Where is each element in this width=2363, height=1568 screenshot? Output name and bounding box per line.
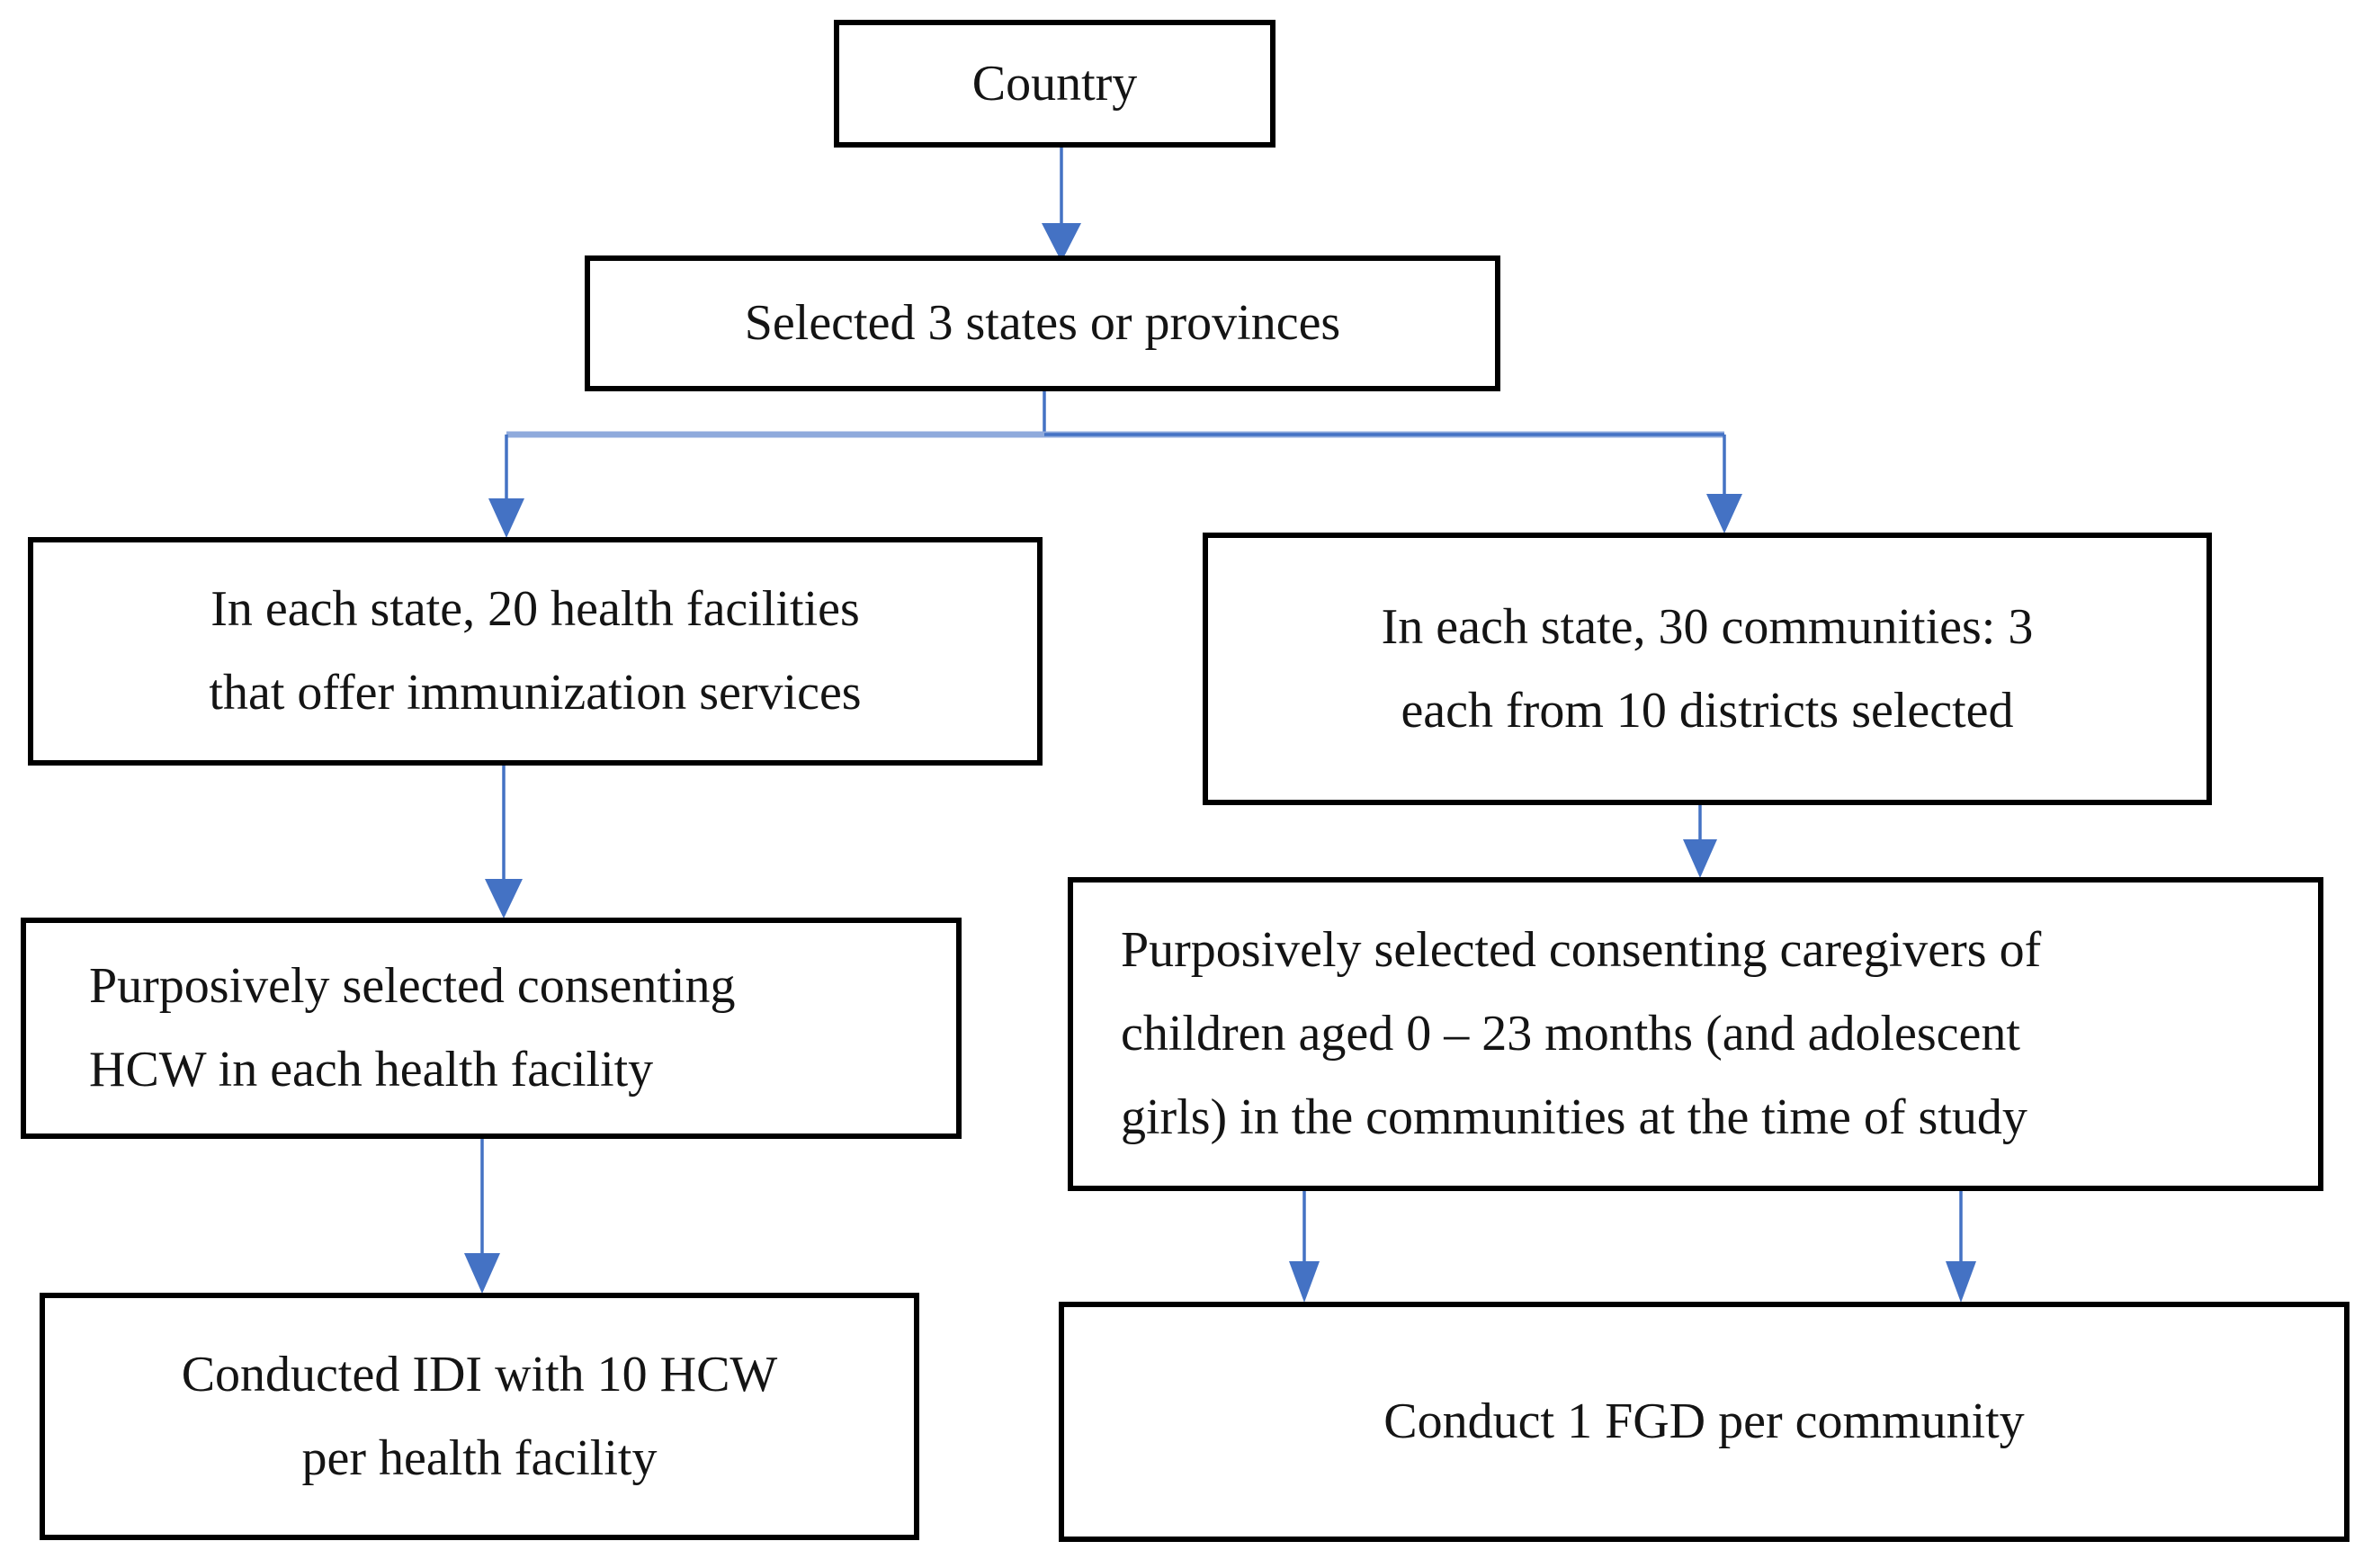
node-conducted-idi: Conducted IDI with 10 HCW per health fac… [40, 1293, 919, 1540]
node-consenting-hcw: Purposively selected consenting HCW in e… [21, 918, 962, 1139]
node-consenting-hcw-label-line2: HCW in each health facility [89, 1042, 654, 1098]
node-health-facilities-label-line2: that offer immunization services [209, 665, 862, 721]
arrowhead-facilities-to-hcw [485, 879, 523, 918]
node-health-facilities: In each state, 20 health facilities that… [28, 537, 1043, 766]
node-country-label: Country [971, 55, 1138, 112]
node-conduct-fgd: Conduct 1 FGD per community [1059, 1302, 2350, 1542]
node-conducted-idi-label-line1: Conducted IDI with 10 HCW [181, 1346, 778, 1402]
node-communities: In each state, 30 communities: 3 each fr… [1203, 533, 2212, 805]
arrowhead-communities-to-caregivers [1683, 839, 1717, 878]
node-communities-label-line2: each from 10 districts selected [1401, 682, 2014, 739]
node-consenting-caregivers-label-line3: girls) in the communities at the time of… [1121, 1089, 2027, 1145]
node-communities-label-line1: In each state, 30 communities: 3 [1381, 598, 2034, 655]
node-consenting-caregivers-label-line1: Purposively selected consenting caregive… [1121, 922, 2042, 979]
node-country: Country [834, 20, 1275, 148]
arrowhead-split-to-communities [1706, 494, 1742, 533]
arrowhead-hcw-to-idi [464, 1253, 500, 1294]
arrowhead-caregivers-to-fgd-left [1289, 1261, 1320, 1303]
node-selected-states: Selected 3 states or provinces [585, 255, 1500, 391]
node-health-facilities-label-line1: In each state, 20 health facilities [210, 581, 860, 638]
node-conduct-fgd-label: Conduct 1 FGD per community [1383, 1393, 2025, 1450]
node-conducted-idi-label-line2: per health facility [301, 1429, 658, 1486]
node-selected-states-label: Selected 3 states or provinces [744, 295, 1341, 352]
node-consenting-caregivers-label-line2: children aged 0 – 23 months (and adolesc… [1121, 1006, 2020, 1062]
node-consenting-hcw-label-line1: Purposively selected consenting [89, 958, 736, 1015]
arrowhead-split-to-facilities [488, 498, 524, 538]
arrowhead-caregivers-to-fgd-right [1946, 1261, 1976, 1303]
node-consenting-caregivers: Purposively selected consenting caregive… [1068, 877, 2323, 1191]
